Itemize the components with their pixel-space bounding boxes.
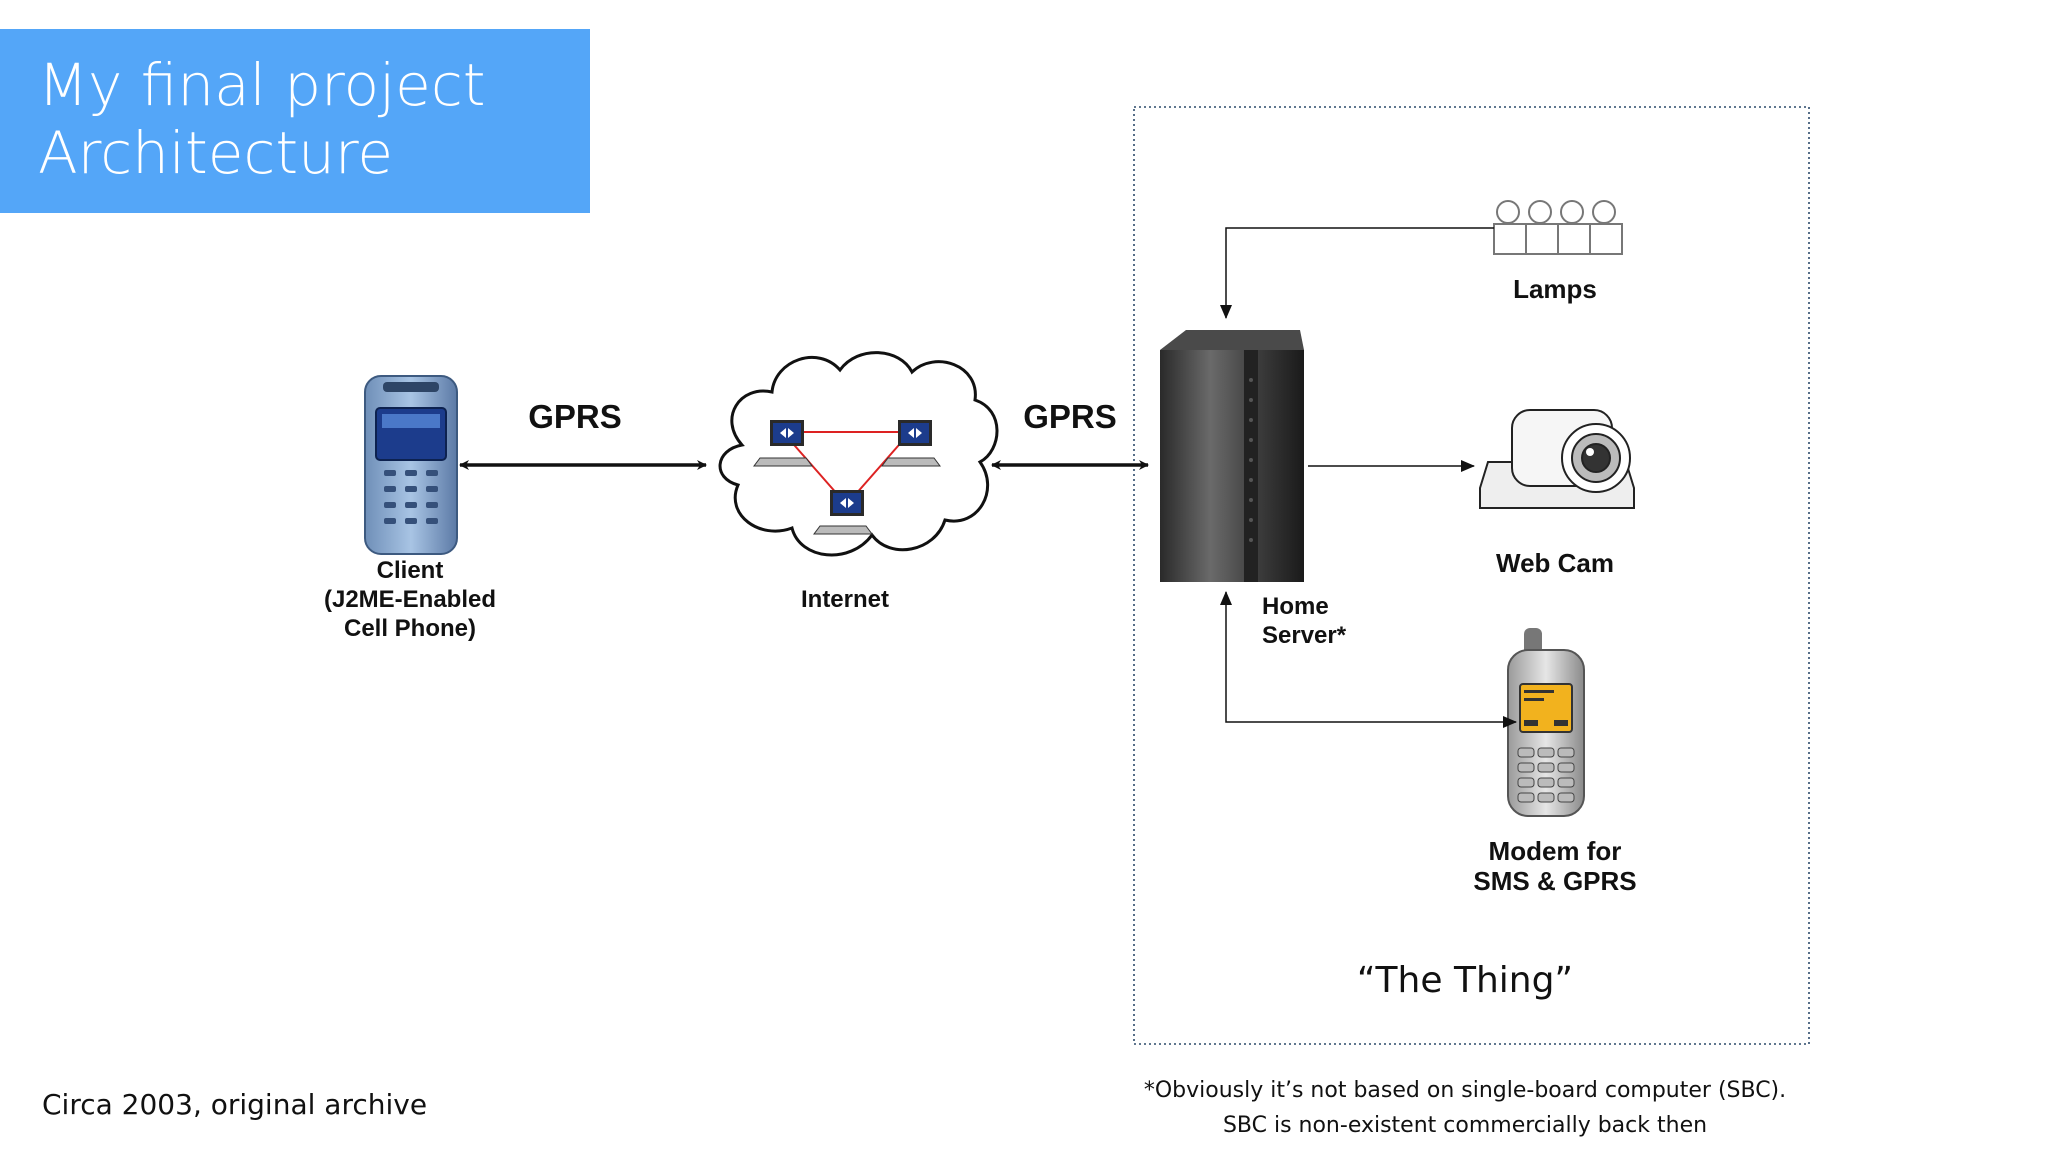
- home-server-label: Home Server*: [1262, 592, 1346, 650]
- webcam-label: Web Cam: [1496, 548, 1614, 578]
- lamps-icon: [1493, 200, 1623, 255]
- title-line-2: Architecture: [38, 119, 394, 187]
- client-label-line-2: (J2ME-Enabled: [323, 586, 497, 613]
- client-label-line-3: Cell Phone): [343, 615, 476, 642]
- gprs-link-label-right: GPRS: [1023, 398, 1117, 435]
- the-thing-boundary: [1133, 106, 1810, 1045]
- lamps-label: Lamps: [1513, 274, 1597, 304]
- internet-label: Internet: [800, 586, 889, 613]
- internet-cloud-icon: [718, 351, 999, 557]
- client-label: Client (J2ME-Enabled Cell Phone): [310, 556, 510, 643]
- computer-node-icon: [753, 420, 813, 467]
- the-thing-label: “The Thing”: [1356, 960, 1574, 1001]
- sbc-footnote-line-2: SBC is non-existent commercially back th…: [1222, 1113, 1708, 1138]
- modem-label: Modem for SMS & GPRS: [1440, 836, 1670, 896]
- archive-caption: Circa 2003, original archive: [42, 1088, 428, 1121]
- modem-phone-icon: [1507, 628, 1585, 817]
- server-tower-icon: [1160, 330, 1304, 582]
- sbc-footnote: *Obviously it’s not based on single-boar…: [1030, 1073, 1900, 1143]
- sbc-footnote-line-1: *Obviously it’s not based on single-boar…: [1143, 1078, 1787, 1103]
- client-phone-icon: [364, 375, 458, 555]
- home-server-label-line-1: Home: [1262, 593, 1329, 620]
- title-line-1: My final project: [38, 51, 486, 119]
- gprs-link-label-left: GPRS: [528, 398, 622, 435]
- client-label-line-1: Client: [376, 557, 444, 584]
- lamps-to-server-connector: [1220, 227, 1494, 319]
- home-server-label-line-2: Server*: [1262, 622, 1347, 649]
- computer-node-icon: [813, 490, 873, 535]
- modem-label-line-2: SMS & GPRS: [1473, 866, 1637, 896]
- server-modem-connector: [1220, 591, 1517, 728]
- computer-node-icon: [881, 420, 941, 467]
- webcam-icon: [1479, 409, 1635, 509]
- title-banner: My final project Architecture: [0, 29, 590, 213]
- modem-label-line-1: Modem for: [1488, 836, 1622, 866]
